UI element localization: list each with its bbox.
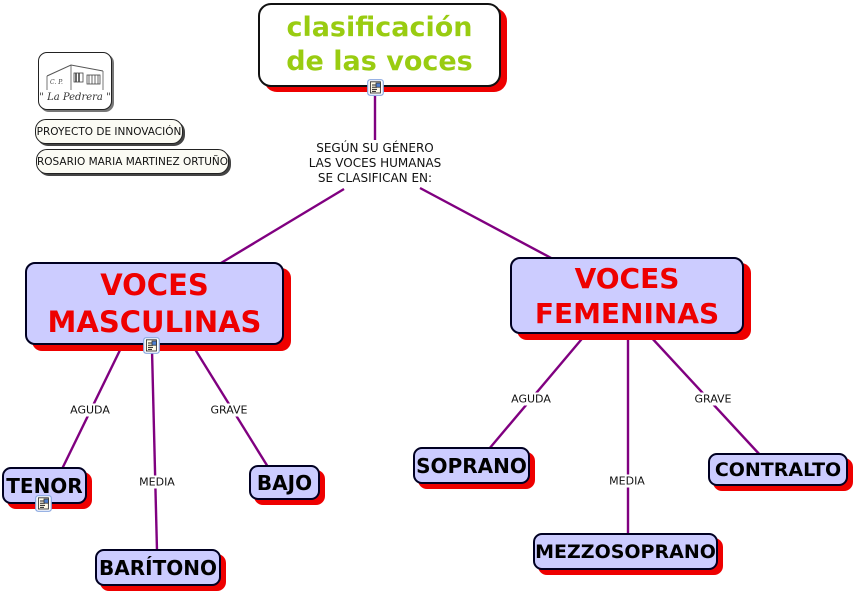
baritono-label: BARÍTONO [99,555,217,580]
svg-text:C. P.: C. P. [50,79,63,86]
intro-line-2: LAS VOCES HUMANAS [308,155,442,170]
resource-icon[interactable] [367,79,384,96]
concept-baritono[interactable]: BARÍTONO [95,549,221,586]
credit-project-label: PROYECTO DE INNOVACIÓN [36,125,182,138]
concept-bajo[interactable]: BAJO [249,465,320,500]
concept-soprano[interactable]: SOPRANO [413,447,530,484]
femeninas-line-2: FEMENINAS [534,296,720,330]
tenor-label: TENOR [6,473,83,498]
credit-author-label: ROSARIO MARIA MARTINEZ ORTUÑO [36,155,229,168]
resource-icon[interactable] [35,495,52,512]
femeninas-line-1: VOCES [574,261,680,295]
edge-label-fem-media: MEDIA [606,474,648,488]
edge-label-fem-aguda: AGUDA [508,392,554,406]
credit-project: PROYECTO DE INNOVACIÓN [35,119,183,144]
school-name: " La Pedrera " [39,91,111,103]
school-logo: C. P. " La Pedrera " [38,52,112,110]
credit-author: ROSARIO MARIA MARTINEZ ORTUÑO [36,149,229,174]
connector-line [150,349,159,552]
connector-line [488,333,587,450]
edge-label-masc-aguda: AGUDA [67,403,113,417]
concept-voces-masculinas[interactable]: VOCES MASCULINAS [25,262,284,345]
linking-phrase-intro: SEGÚN SU GÉNERO LAS VOCES HUMANAS SE CLA… [285,139,465,187]
masculinas-line-1: VOCES [100,267,209,302]
concept-title[interactable]: clasificación de las voces [258,3,501,87]
masculinas-line-2: MASCULINAS [47,304,262,339]
intro-line-1: SEGÚN SU GÉNERO [316,140,434,155]
edge-label-masc-media: MEDIA [136,475,178,489]
mezzosoprano-label: MEZZOSOPRANO [535,540,716,563]
intro-line-3: SE CLASIFICAN EN: [317,170,433,185]
title-line-1: clasificación [286,12,473,43]
soprano-label: SOPRANO [416,453,527,478]
resource-icon[interactable] [143,337,160,354]
connector-line [419,186,554,261]
concept-mezzosoprano[interactable]: MEZZOSOPRANO [533,533,718,570]
contralto-label: CONTRALTO [714,458,842,481]
school-building-sketch: C. P. [46,63,104,90]
edge-label-masc-grave: GRAVE [207,403,251,417]
concept-voces-femeninas[interactable]: VOCES FEMENINAS [510,257,744,334]
connector-line [220,187,345,265]
bajo-label: BAJO [256,470,313,495]
edge-label-fem-grave: GRAVE [691,392,735,406]
concept-contralto[interactable]: CONTRALTO [708,453,848,486]
title-line-2: de las voces [286,46,473,77]
